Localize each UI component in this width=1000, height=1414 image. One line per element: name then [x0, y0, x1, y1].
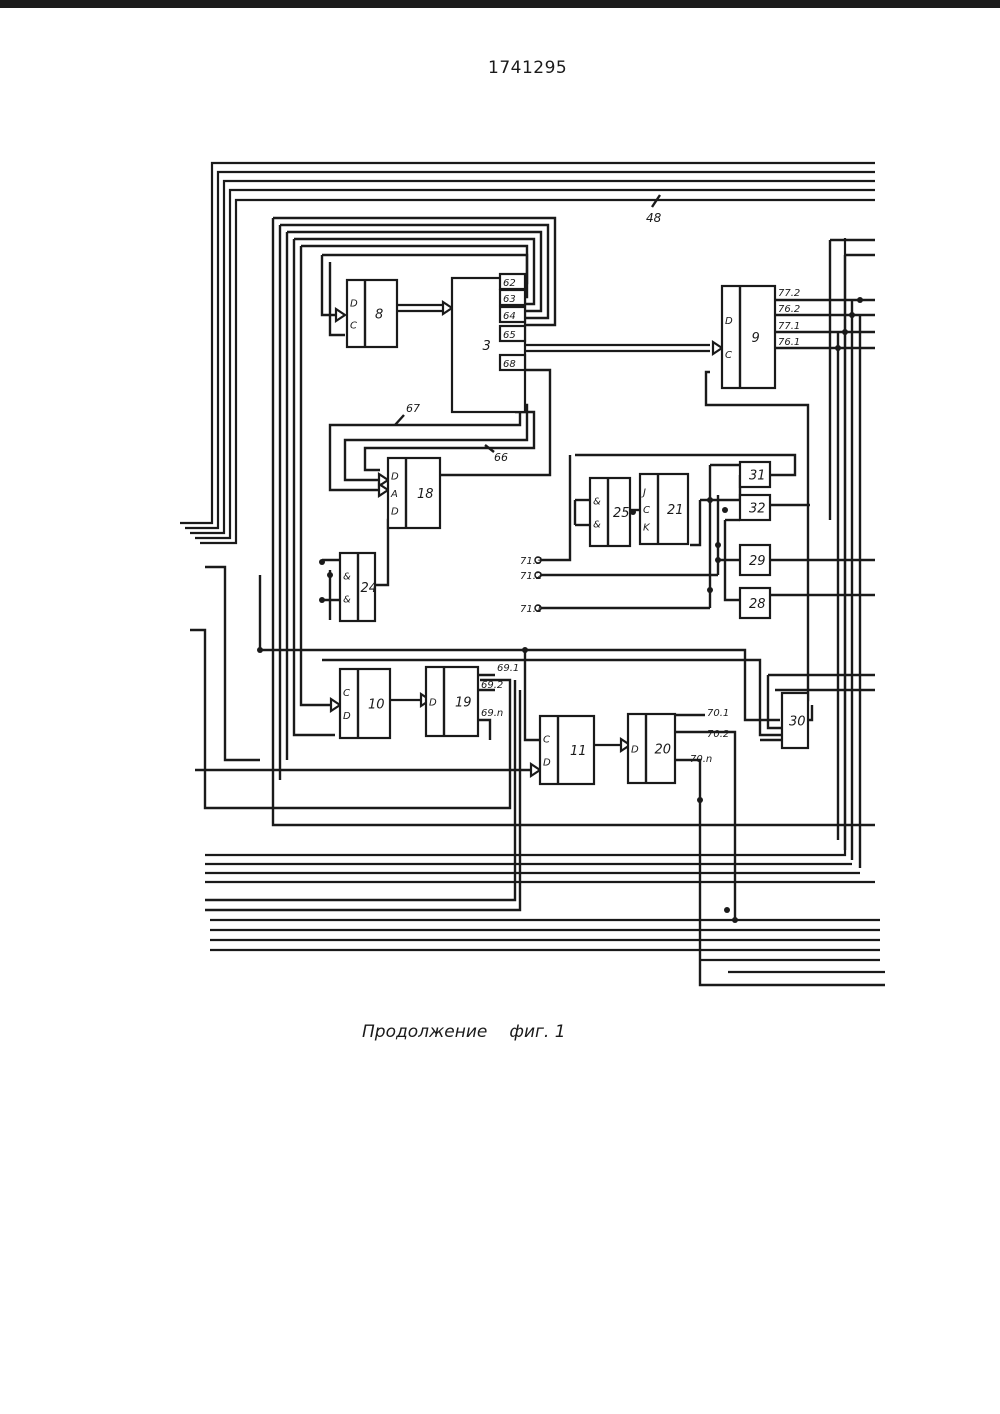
bus-to-block8-c — [330, 262, 345, 335]
block-8-pin: D — [350, 298, 358, 309]
block19-port-label: 69.1 — [497, 663, 519, 674]
junction-dot — [257, 647, 263, 653]
figure-caption: Продолжение фиг. 1 — [362, 1022, 588, 1042]
junction-dot — [722, 507, 728, 513]
block-19-label: 19 — [455, 696, 472, 711]
block-10-pin: D — [343, 711, 351, 722]
block-25-pin: & — [593, 497, 601, 508]
block3-port-label: 65 — [503, 330, 516, 341]
block-20-label: 20 — [655, 743, 672, 758]
terminal-label: 71.2 — [520, 571, 542, 582]
block3-port-label: 68 — [503, 359, 516, 370]
block3-port-label: 62 — [503, 278, 516, 289]
block9-port-label: 77.1 — [778, 321, 800, 332]
block-24-pin: & — [343, 572, 351, 583]
block-9-pin: C — [725, 350, 732, 361]
block-32-label: 32 — [749, 502, 766, 517]
arrow-block9-d — [713, 342, 722, 354]
wire-label-67-leader — [395, 415, 404, 425]
block-11-pin: D — [543, 757, 551, 768]
caption-figure: фиг. 1 — [509, 1022, 565, 1042]
arrow-block11-d — [531, 764, 540, 776]
block-24-label: 24 — [361, 581, 378, 596]
block-21-label: 21 — [667, 503, 684, 518]
block-29-label: 29 — [749, 554, 766, 569]
arrow-block8-d — [336, 309, 345, 321]
junction-dot — [697, 797, 703, 803]
wire-label-48: 48 — [646, 211, 662, 225]
block-21-pin: C — [643, 505, 650, 516]
terminal-label: 71.1 — [520, 604, 542, 615]
block3-port-label: 64 — [503, 311, 516, 322]
block9-port-label: 77.2 — [778, 288, 800, 299]
block9-port-label: 76.1 — [778, 337, 800, 348]
block20-port-label: 70.n — [690, 754, 712, 765]
block-20-pin: D — [631, 745, 639, 756]
block-19-pin: D — [429, 698, 437, 709]
arrow-block3-in — [443, 302, 452, 314]
arrow-block10-d — [331, 699, 340, 711]
block-10-label: 10 — [368, 698, 385, 713]
block3-port-label: 63 — [503, 294, 516, 305]
block-18-pin: D — [391, 472, 399, 483]
wire-71-3 — [538, 455, 570, 560]
block9-port-label: 76.2 — [778, 304, 800, 315]
junction-dot — [715, 542, 721, 548]
wire-69-n — [478, 720, 490, 740]
terminal-label: 71.3 — [520, 556, 542, 567]
junction-dot — [849, 312, 855, 318]
block-8 — [347, 280, 397, 347]
block-24-pin: & — [343, 594, 351, 605]
junction-dot — [857, 297, 863, 303]
bus-to-block8-d — [322, 255, 345, 315]
junction-dot — [707, 497, 713, 503]
block-31-label: 31 — [749, 469, 766, 484]
wire-21-k — [690, 500, 700, 545]
block20-port-label: 70.1 — [707, 708, 729, 719]
caption-text: Продолжение — [362, 1022, 487, 1042]
block-18-pin: A — [390, 489, 398, 500]
block-18-pin: D — [391, 507, 399, 518]
wire-label-67: 67 — [406, 402, 420, 415]
block-25-pin: & — [593, 519, 601, 530]
arrow-block18-d — [379, 484, 388, 496]
wire-21-31 — [700, 475, 740, 500]
left-input-1 — [205, 567, 260, 760]
junction-dot — [707, 587, 713, 593]
block-25-label: 25 — [613, 506, 630, 521]
block-11-pin: C — [543, 735, 550, 746]
junction-dot — [319, 597, 325, 603]
block20-port-label: 70.2 — [707, 729, 729, 740]
wire-label-66: 66 — [494, 451, 508, 464]
junction-dot — [715, 557, 721, 563]
block-11-label: 11 — [570, 744, 587, 759]
block19-port-label: 69.2 — [481, 680, 503, 691]
block-9-label: 9 — [752, 331, 760, 346]
junction-dot — [522, 647, 528, 653]
wire-24-to-18 — [375, 520, 390, 585]
block19-port-label: 69.n — [481, 708, 503, 719]
junction-dot — [724, 907, 730, 913]
block-3-label: 3 — [483, 339, 491, 354]
junction-dot — [835, 345, 841, 351]
block-30-label: 30 — [789, 715, 806, 730]
block-9 — [722, 286, 775, 388]
junction-dot — [327, 572, 333, 578]
block-28-label: 28 — [749, 597, 766, 612]
block-8-pin: C — [350, 321, 357, 332]
block-9-pin: D — [725, 316, 733, 327]
junction-dot — [319, 559, 325, 565]
block-18-label: 18 — [417, 487, 434, 502]
block-8-label: 8 — [375, 308, 383, 323]
block-10-pin: C — [343, 688, 350, 699]
